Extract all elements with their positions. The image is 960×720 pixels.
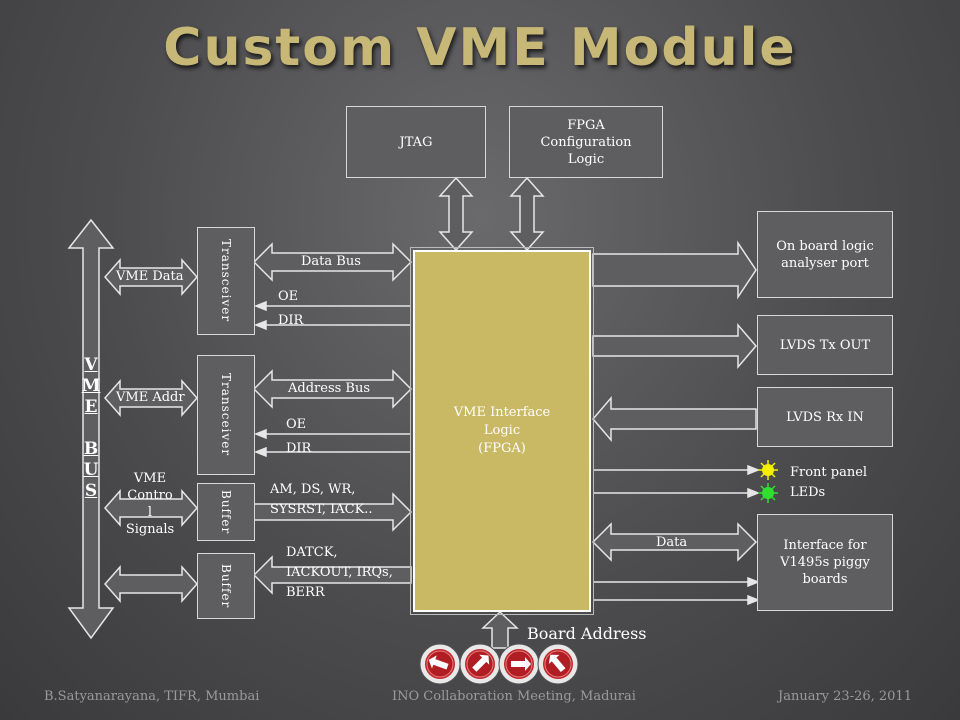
- fpga-line3: (FPGA): [478, 441, 526, 456]
- jtag-label: JTAG: [399, 134, 433, 150]
- lvds-rx-label: LVDS Rx IN: [786, 409, 864, 425]
- onboard-logic-box: On board logic analyser port: [757, 211, 893, 298]
- buffer-2-label: Buffer: [219, 563, 233, 609]
- transceiver-1: Transceiver: [197, 227, 255, 335]
- board-address-arrow: [481, 610, 519, 649]
- buffer-1: Buffer: [197, 483, 255, 541]
- interface-line1: Interface for: [783, 538, 867, 553]
- datck-arrow: [252, 555, 412, 595]
- am-ds-arrow: [253, 492, 413, 532]
- front-panel-label: Front panel LEDs: [790, 465, 868, 500]
- board-address-switches: [419, 643, 579, 685]
- interface-line2: V1495s piggy: [780, 555, 870, 570]
- footer-left: B.Satyanarayana, TIFR, Mumbai: [44, 689, 260, 704]
- data-label: Data: [656, 535, 688, 550]
- fpga-line2: Logic: [483, 423, 521, 438]
- datck-label: DATCK, IACKOUT, IRQs, BERR: [286, 545, 393, 600]
- data-bus-arrow: [252, 242, 413, 282]
- lvds-tx-arrow: [592, 322, 757, 370]
- buffer-1-label: Buffer: [219, 489, 233, 535]
- onboard-line2: analyser port: [781, 255, 869, 271]
- dir-label-2: DIR: [286, 441, 312, 456]
- lvds-rx-arrow: [592, 395, 757, 443]
- vme-addr-label: VME Addr: [116, 390, 185, 405]
- interface-line3: boards: [802, 572, 848, 587]
- front-panel-leds: [758, 460, 778, 503]
- lvds-tx-label: LVDS Tx OUT: [779, 337, 871, 353]
- slide-title: Custom VME Module: [163, 18, 797, 78]
- dir-label-1: DIR: [278, 313, 304, 328]
- data-bus-label: Data Bus: [301, 254, 361, 269]
- jtag-arrow: [438, 176, 474, 252]
- transceiver-1-label: Transceiver: [219, 239, 233, 323]
- vme-control-label: VME Contro l Signals: [125, 471, 175, 537]
- oe-label-1: OE: [278, 289, 299, 304]
- lvds-rx-box: LVDS Rx IN: [757, 387, 893, 447]
- transceiver-2-label: Transceiver: [219, 373, 233, 457]
- fpga-config-arrow: [509, 176, 545, 252]
- vme-bus-label: V M E B U S: [81, 355, 101, 501]
- footer-center: INO Collaboration Meeting, Madurai: [392, 689, 636, 704]
- vme-data-label: VME Data: [116, 269, 184, 284]
- buffer2-left-arrow: [103, 565, 199, 603]
- transceiver-2: Transceiver: [197, 355, 255, 475]
- footer-right: January 23-26, 2011: [778, 689, 912, 704]
- address-bus-label: Address Bus: [288, 381, 371, 396]
- onboard-arrow: [592, 240, 757, 300]
- oe-label-2: OE: [286, 417, 307, 432]
- interface-box: Interface for V1495s piggy boards: [757, 514, 893, 611]
- am-ds-label: AM, DS, WR, SYSRST, IACK..: [270, 482, 373, 517]
- interface-arrow: [591, 522, 758, 562]
- fpga-config-line2: Configuration: [540, 134, 632, 150]
- buffer-2: Buffer: [197, 553, 255, 619]
- fpga-config-line1: FPGA: [567, 117, 605, 133]
- jtag-box: JTAG: [346, 106, 486, 178]
- lvds-tx-box: LVDS Tx OUT: [757, 315, 893, 375]
- board-address-label: Board Address: [527, 624, 647, 643]
- fpga-line1: VME Interface: [453, 405, 551, 420]
- fpga-config-box: FPGA Configuration Logic: [509, 106, 663, 178]
- fpga-config-line3: Logic: [567, 151, 605, 167]
- address-bus-arrow: [252, 369, 413, 409]
- vme-bus-arrow: [67, 218, 115, 640]
- onboard-line1: On board logic: [776, 238, 874, 254]
- fpga-block: VME Interface Logic (FPGA): [410, 247, 594, 615]
